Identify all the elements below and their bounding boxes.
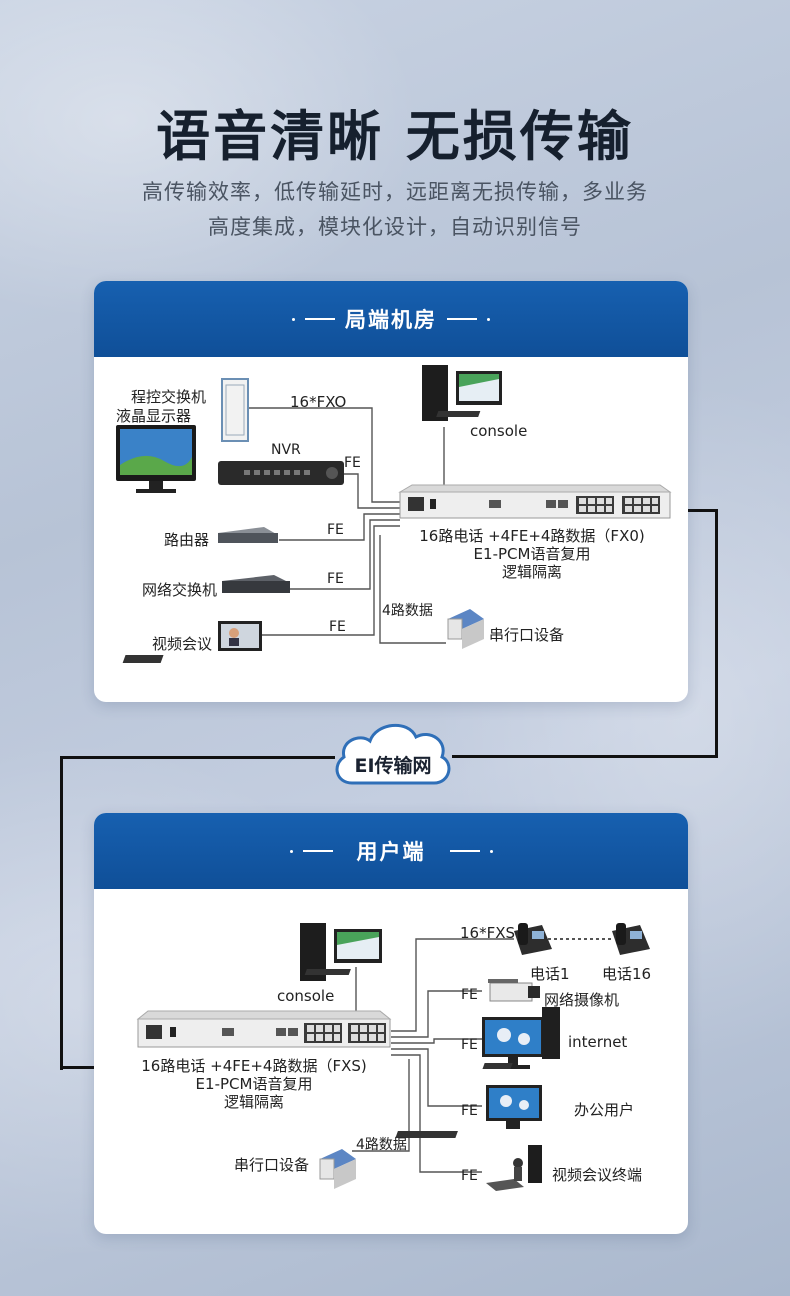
cloud-icon (335, 723, 451, 785)
nvr-label: NVR (271, 442, 301, 458)
network-switch-icon (222, 575, 290, 593)
user-side-title: 用户端 (356, 840, 426, 864)
lcd-monitor-icon (116, 425, 196, 493)
fe-label-4: FE (329, 619, 346, 635)
fe-label-2: FE (327, 522, 344, 538)
device-label-line3: 逻辑隔离 (502, 563, 562, 581)
central-office-panel: 局端机房 程控交换机 16*FXO 液晶显示器 (94, 281, 688, 702)
fe-label-3: FE (327, 571, 344, 587)
fxs-label: 16*FXS (460, 924, 515, 942)
router-icon (218, 527, 278, 543)
device-label-line3: 逻辑隔离 (224, 1093, 284, 1111)
central-office-diagram: 程控交换机 16*FXO 液晶显示器 NVR FE 路由器 FE (116, 365, 672, 663)
console-label: console (277, 987, 334, 1005)
office-pc-icon (395, 1085, 542, 1138)
camera-label: 网络摄像机 (544, 991, 619, 1009)
page-subtitle-line1: 高传输效率，低传输延时，远距离无损传输，多业务 (142, 180, 648, 204)
device-label-line2: E1-PCM语音复用 (196, 1075, 313, 1093)
pcm-multiplexer-device (398, 484, 672, 519)
fxo-label: 16*FXO (290, 393, 346, 411)
data4-label: 4路数据 (382, 603, 433, 619)
router-label: 路由器 (164, 531, 209, 549)
phone16-label: 电话16 (602, 965, 651, 983)
e1-link-top (452, 755, 718, 758)
exchange-label: 程控交换机 (131, 388, 206, 406)
lcd-label: 液晶显示器 (116, 407, 191, 425)
video-conf-label: 视频会议 (152, 635, 212, 653)
central-office-header: 局端机房 (94, 281, 688, 357)
internet-pc-icon (482, 1007, 560, 1069)
data4-label: 4路数据 (356, 1137, 407, 1153)
user-side-diagram: console 16*FXS 电话1 电话16 FE 网络摄像机 FE (136, 923, 651, 1191)
pcm-multiplexer-device (136, 1010, 392, 1048)
video-terminal-label: 视频会议终端 (552, 1166, 642, 1184)
exchange-cabinet-icon (221, 378, 249, 442)
video-terminal-icon (486, 1145, 542, 1191)
e1-link-left (60, 756, 335, 1070)
fe-label-2: FE (461, 1037, 478, 1053)
phone-icon (612, 923, 650, 955)
serial-label: 串行口设备 (234, 1156, 309, 1174)
fe-label-4: FE (461, 1168, 478, 1184)
internet-label: internet (568, 1033, 627, 1051)
device-label-line1: 16路电话 +4FE+4路数据（FXS) (141, 1057, 366, 1075)
user-side-header: 用户端 (94, 813, 688, 889)
camera-icon (488, 979, 540, 1002)
serial-device-icon (447, 609, 484, 649)
user-side-panel: 用户端 console 16*FXS (94, 813, 688, 1234)
nvr-icon (218, 461, 344, 485)
e1-network-cloud: EI传输网 (330, 719, 456, 787)
serial-device-icon (319, 1149, 356, 1189)
office-label: 办公用户 (574, 1101, 634, 1119)
device-label-line1: 16路电话 +4FE+4路数据（FX0) (419, 527, 644, 545)
fe-label-1: FE (344, 455, 361, 471)
page-subtitle-line2: 高度集成，模块化设计，自动识别信号 (208, 215, 582, 239)
switch-label: 网络交换机 (142, 581, 217, 599)
central-office-title: 局端机房 (345, 308, 437, 332)
device-label-line2: E1-PCM语音复用 (474, 545, 591, 563)
console-pc-icon (422, 365, 502, 421)
e1-link-right (672, 509, 718, 758)
fe-label-3: FE (461, 1103, 478, 1119)
serial-label: 串行口设备 (489, 626, 564, 644)
phone-icon (514, 923, 552, 955)
video-conference-icon (122, 621, 262, 663)
console-label: console (470, 422, 527, 440)
fe-label-1: FE (461, 987, 478, 1003)
phone1-label: 电话1 (530, 965, 570, 983)
console-pc-icon (300, 923, 382, 981)
network-label: EI传输网 (354, 755, 432, 777)
page-title: 语音清晰 无损传输 (156, 105, 634, 168)
